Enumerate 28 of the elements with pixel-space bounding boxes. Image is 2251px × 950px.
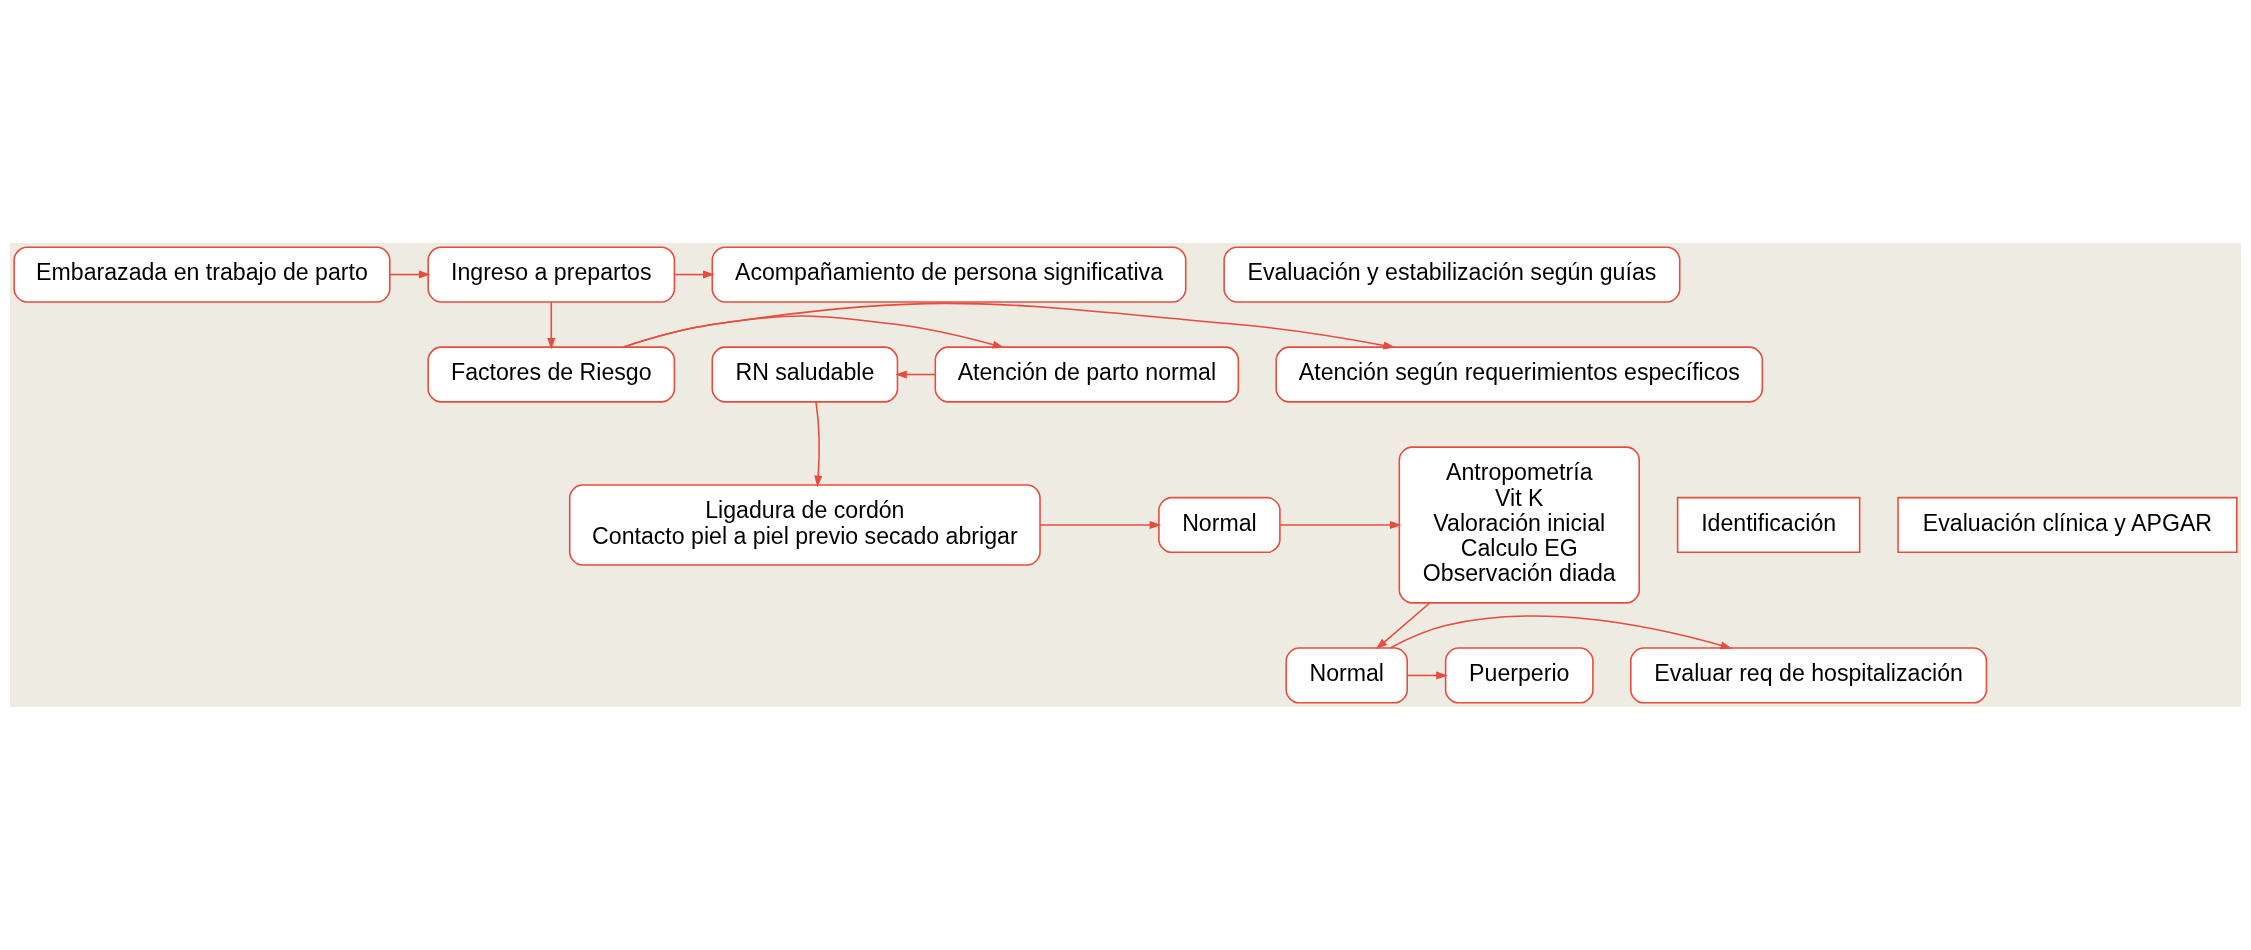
arrow bbox=[1406, 671, 1448, 680]
node-box: Atención de parto normal bbox=[934, 346, 1240, 403]
node-box: Evaluar req de hospitalización bbox=[1630, 647, 1988, 704]
node-box: Puerperio bbox=[1444, 647, 1594, 704]
arrow bbox=[1375, 602, 1431, 650]
arrow bbox=[673, 270, 715, 279]
arrow bbox=[389, 270, 431, 279]
node-box: Normal bbox=[1158, 496, 1281, 554]
node-box: RN saludable bbox=[711, 346, 899, 403]
arrow bbox=[547, 301, 556, 350]
node-box: Antropometría Vit K Valoración inicial Calculo EG Observación diada bbox=[1398, 446, 1640, 604]
node-box: Atención según requerimientos específicos bbox=[1275, 346, 1764, 403]
node-box: Acompañamiento de persona significativa bbox=[711, 246, 1187, 303]
arrow bbox=[622, 315, 1005, 349]
node-box: Identificación bbox=[1676, 496, 1861, 554]
node-box: Embarazada en trabajo de parto bbox=[13, 246, 391, 303]
node-box: Ligadura de cordón Contacto piel a piel previo secado abrigar bbox=[568, 484, 1041, 566]
node-box: Evaluación clínica y APGAR bbox=[1897, 496, 2238, 554]
arrow bbox=[1389, 615, 1733, 650]
arrow bbox=[1039, 520, 1162, 530]
node-box: Evaluación y estabilización según guías bbox=[1223, 246, 1681, 303]
node-box: Normal bbox=[1285, 647, 1408, 704]
arrow bbox=[895, 370, 936, 379]
node-box: Ingreso a prepartos bbox=[427, 246, 676, 303]
node-box: Factores de Riesgo bbox=[427, 346, 676, 403]
arrow bbox=[1279, 520, 1402, 530]
arrow bbox=[622, 302, 1395, 350]
arrow bbox=[814, 401, 823, 488]
